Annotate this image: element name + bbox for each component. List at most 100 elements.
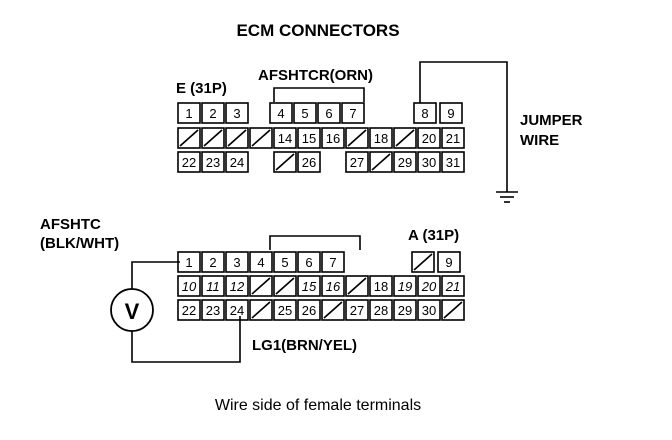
connector-a-terminal-number: 18	[374, 279, 388, 294]
connector-e-terminal-number: 6	[325, 106, 332, 121]
connector-e-cavity	[441, 127, 465, 149]
connector-e-cavity	[317, 102, 341, 124]
connector-a-cavity	[321, 275, 345, 297]
jumper-wire-line	[419, 61, 508, 192]
connector-a-terminal-number: 28	[374, 303, 388, 318]
connector-a-bracket	[269, 235, 361, 250]
connector-e-cavity	[177, 151, 201, 173]
connector-a-terminal-number: 19	[398, 279, 412, 294]
connector-a-cavity	[393, 299, 417, 321]
connector-a-terminal-number: 7	[329, 255, 336, 270]
connector-a-terminal-number: 2	[209, 255, 216, 270]
connector-a-cavity	[417, 275, 441, 297]
connector-e-blank-cavity-slash	[371, 153, 391, 171]
connector-e-cavity	[293, 102, 317, 124]
connector-e-terminal-number: 23	[206, 155, 220, 170]
connector-e-terminal-number: 16	[326, 131, 340, 146]
connector-a-cavity	[437, 251, 461, 273]
connector-a-terminal-number: 27	[350, 303, 364, 318]
connector-e-cavity	[225, 102, 249, 124]
connector-e-cavity	[225, 151, 249, 173]
connector-a-terminal-number: 30	[422, 303, 436, 318]
connector-a-blank-cavity-slash	[413, 253, 433, 271]
connector-e-cavity	[417, 127, 441, 149]
lg1-wire-label: LG1(BRN/YEL)	[252, 337, 357, 354]
connector-e-terminal-number: 26	[302, 155, 316, 170]
connector-a-cavity	[297, 275, 321, 297]
afshtcr-wire-label: AFSHTCR(ORN)	[258, 67, 373, 84]
connector-e-cavity	[393, 151, 417, 173]
connector-a-terminal-number: 25	[278, 303, 292, 318]
connector-e-cavity	[439, 102, 463, 124]
jumper-label-line1: JUMPER	[520, 112, 583, 129]
connector-e-terminal-number: 3	[233, 106, 240, 121]
connector-a-cavity	[441, 275, 465, 297]
connector-e-terminal-number: 22	[182, 155, 196, 170]
connector-e-terminal-number: 18	[374, 131, 388, 146]
connector-e-terminal-number: 27	[350, 155, 364, 170]
diagram-caption: Wire side of female terminals	[215, 397, 421, 414]
connector-a-terminal-number: 4	[257, 255, 264, 270]
connector-e-blank-cavity-slash	[395, 129, 415, 147]
connector-a-blank-cavity-slash	[251, 277, 271, 295]
connector-a-terminal-number: 9	[445, 255, 452, 270]
connector-e-cavity	[297, 151, 321, 173]
connector-e-label: E (31P)	[176, 80, 227, 97]
connector-a-cavity	[225, 275, 249, 297]
connector-e-cavity	[297, 127, 321, 149]
connector-a-cavity	[249, 251, 273, 273]
connector-a-cavity	[201, 299, 225, 321]
connector-a-terminal-number: 29	[398, 303, 412, 318]
connector-a-cavity	[393, 275, 417, 297]
connector-a-cavity	[369, 275, 393, 297]
connector-e-blank-cavity-slash	[275, 153, 295, 171]
connector-e-terminal-number: 31	[446, 155, 460, 170]
afshtcr-bracket	[273, 87, 365, 102]
connector-e-cavity	[345, 151, 369, 173]
connector-a-cavity	[177, 275, 201, 297]
connector-e-terminal-number: 7	[349, 106, 356, 121]
connector-a-terminal-number: 12	[230, 279, 245, 294]
afshtc-probe-wire	[131, 261, 180, 290]
connector-e-cavity	[201, 151, 225, 173]
connector-e-cavity	[413, 102, 437, 124]
connector-a-terminal-number: 5	[281, 255, 288, 270]
connector-e-blank-cavity-slash	[203, 129, 223, 147]
afshtc-label-line1: AFSHTC	[40, 216, 101, 233]
connector-a-label: A (31P)	[408, 227, 459, 244]
connector-e-terminal-number: 14	[278, 131, 292, 146]
connector-e-blank-cavity-slash	[347, 129, 367, 147]
connector-a-terminal-number: 22	[182, 303, 196, 318]
connector-e-cavity	[201, 102, 225, 124]
connector-e-terminal-number: 24	[230, 155, 244, 170]
connector-a-terminal-number: 16	[326, 279, 341, 294]
connector-a-terminal-number: 1	[185, 255, 192, 270]
connector-e-terminal-number: 8	[421, 106, 428, 121]
connector-a-cavity	[273, 251, 297, 273]
connector-e-cavity	[417, 151, 441, 173]
connector-a-cavity	[417, 299, 441, 321]
connector-a-cavity	[345, 299, 369, 321]
connector-a-cavity	[225, 299, 249, 321]
connector-a-blank-cavity-slash	[251, 301, 271, 319]
connector-e-terminal-number: 9	[447, 106, 454, 121]
connector-a-terminal-number: 26	[302, 303, 316, 318]
connector-a-blank-cavity-slash	[275, 277, 295, 295]
connector-e-terminal-number: 4	[277, 106, 284, 121]
connector-a-cavity	[225, 251, 249, 273]
connector-a-terminal-number: 15	[302, 279, 317, 294]
connector-e-terminal-number: 15	[302, 131, 316, 146]
jumper-wire: JUMPER WIRE	[419, 61, 583, 203]
connector-e-cavity	[369, 127, 393, 149]
connector-e-terminal-number: 1	[185, 106, 192, 121]
connector-a-cavity	[321, 251, 345, 273]
connector-e-cavity	[269, 102, 293, 124]
connector-a-terminal-number: 6	[305, 255, 312, 270]
connector-a-cavity	[297, 251, 321, 273]
lg1-probe-wire	[131, 316, 241, 363]
afshtc-label-line2: (BLK/WHT)	[40, 235, 119, 252]
voltmeter-circuit: AFSHTC (BLK/WHT) V LG1(BRN/YEL)	[40, 216, 357, 363]
